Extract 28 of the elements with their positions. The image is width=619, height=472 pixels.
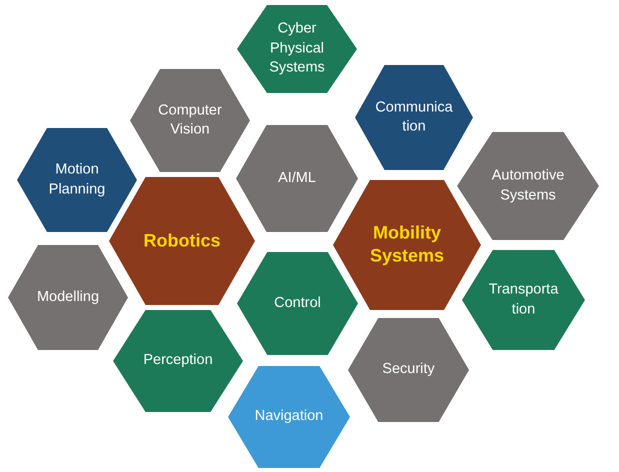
hexagon xyxy=(237,5,357,93)
hexagon xyxy=(109,177,255,305)
hexagon-label: Perception xyxy=(142,351,214,370)
hexagon xyxy=(237,252,358,355)
hexagon-label: Communica tion xyxy=(374,98,454,136)
hexagon xyxy=(236,125,358,232)
hexagon xyxy=(8,245,128,350)
hexagon xyxy=(130,69,250,172)
hexagon-label: Cyber Physical Systems xyxy=(268,20,326,78)
hexagon-label: Control xyxy=(273,294,322,313)
hexagon-label: AI/ML xyxy=(277,168,317,188)
hexagon xyxy=(348,318,469,422)
hexagon xyxy=(462,250,585,350)
hexagon-label: Robotics xyxy=(142,229,222,252)
hexagon xyxy=(333,180,481,310)
hexagon xyxy=(228,366,350,468)
hexagon xyxy=(355,65,473,170)
hexagon-label: Modelling xyxy=(36,288,100,307)
hexagon-label: Transporta tion xyxy=(488,280,560,319)
hexagon xyxy=(457,132,599,240)
hexagon-label: Motion Planning xyxy=(48,160,106,199)
hexagon xyxy=(113,310,243,412)
hexagon-label: Automotive Systems xyxy=(490,166,566,205)
hexagon xyxy=(17,128,137,232)
hexagon-label: Security xyxy=(381,360,436,380)
hexagon-label: Computer Vision xyxy=(157,100,223,140)
hexagon-label: Mobility Systems xyxy=(368,222,446,268)
hexagon-label: Navigation xyxy=(254,407,324,426)
